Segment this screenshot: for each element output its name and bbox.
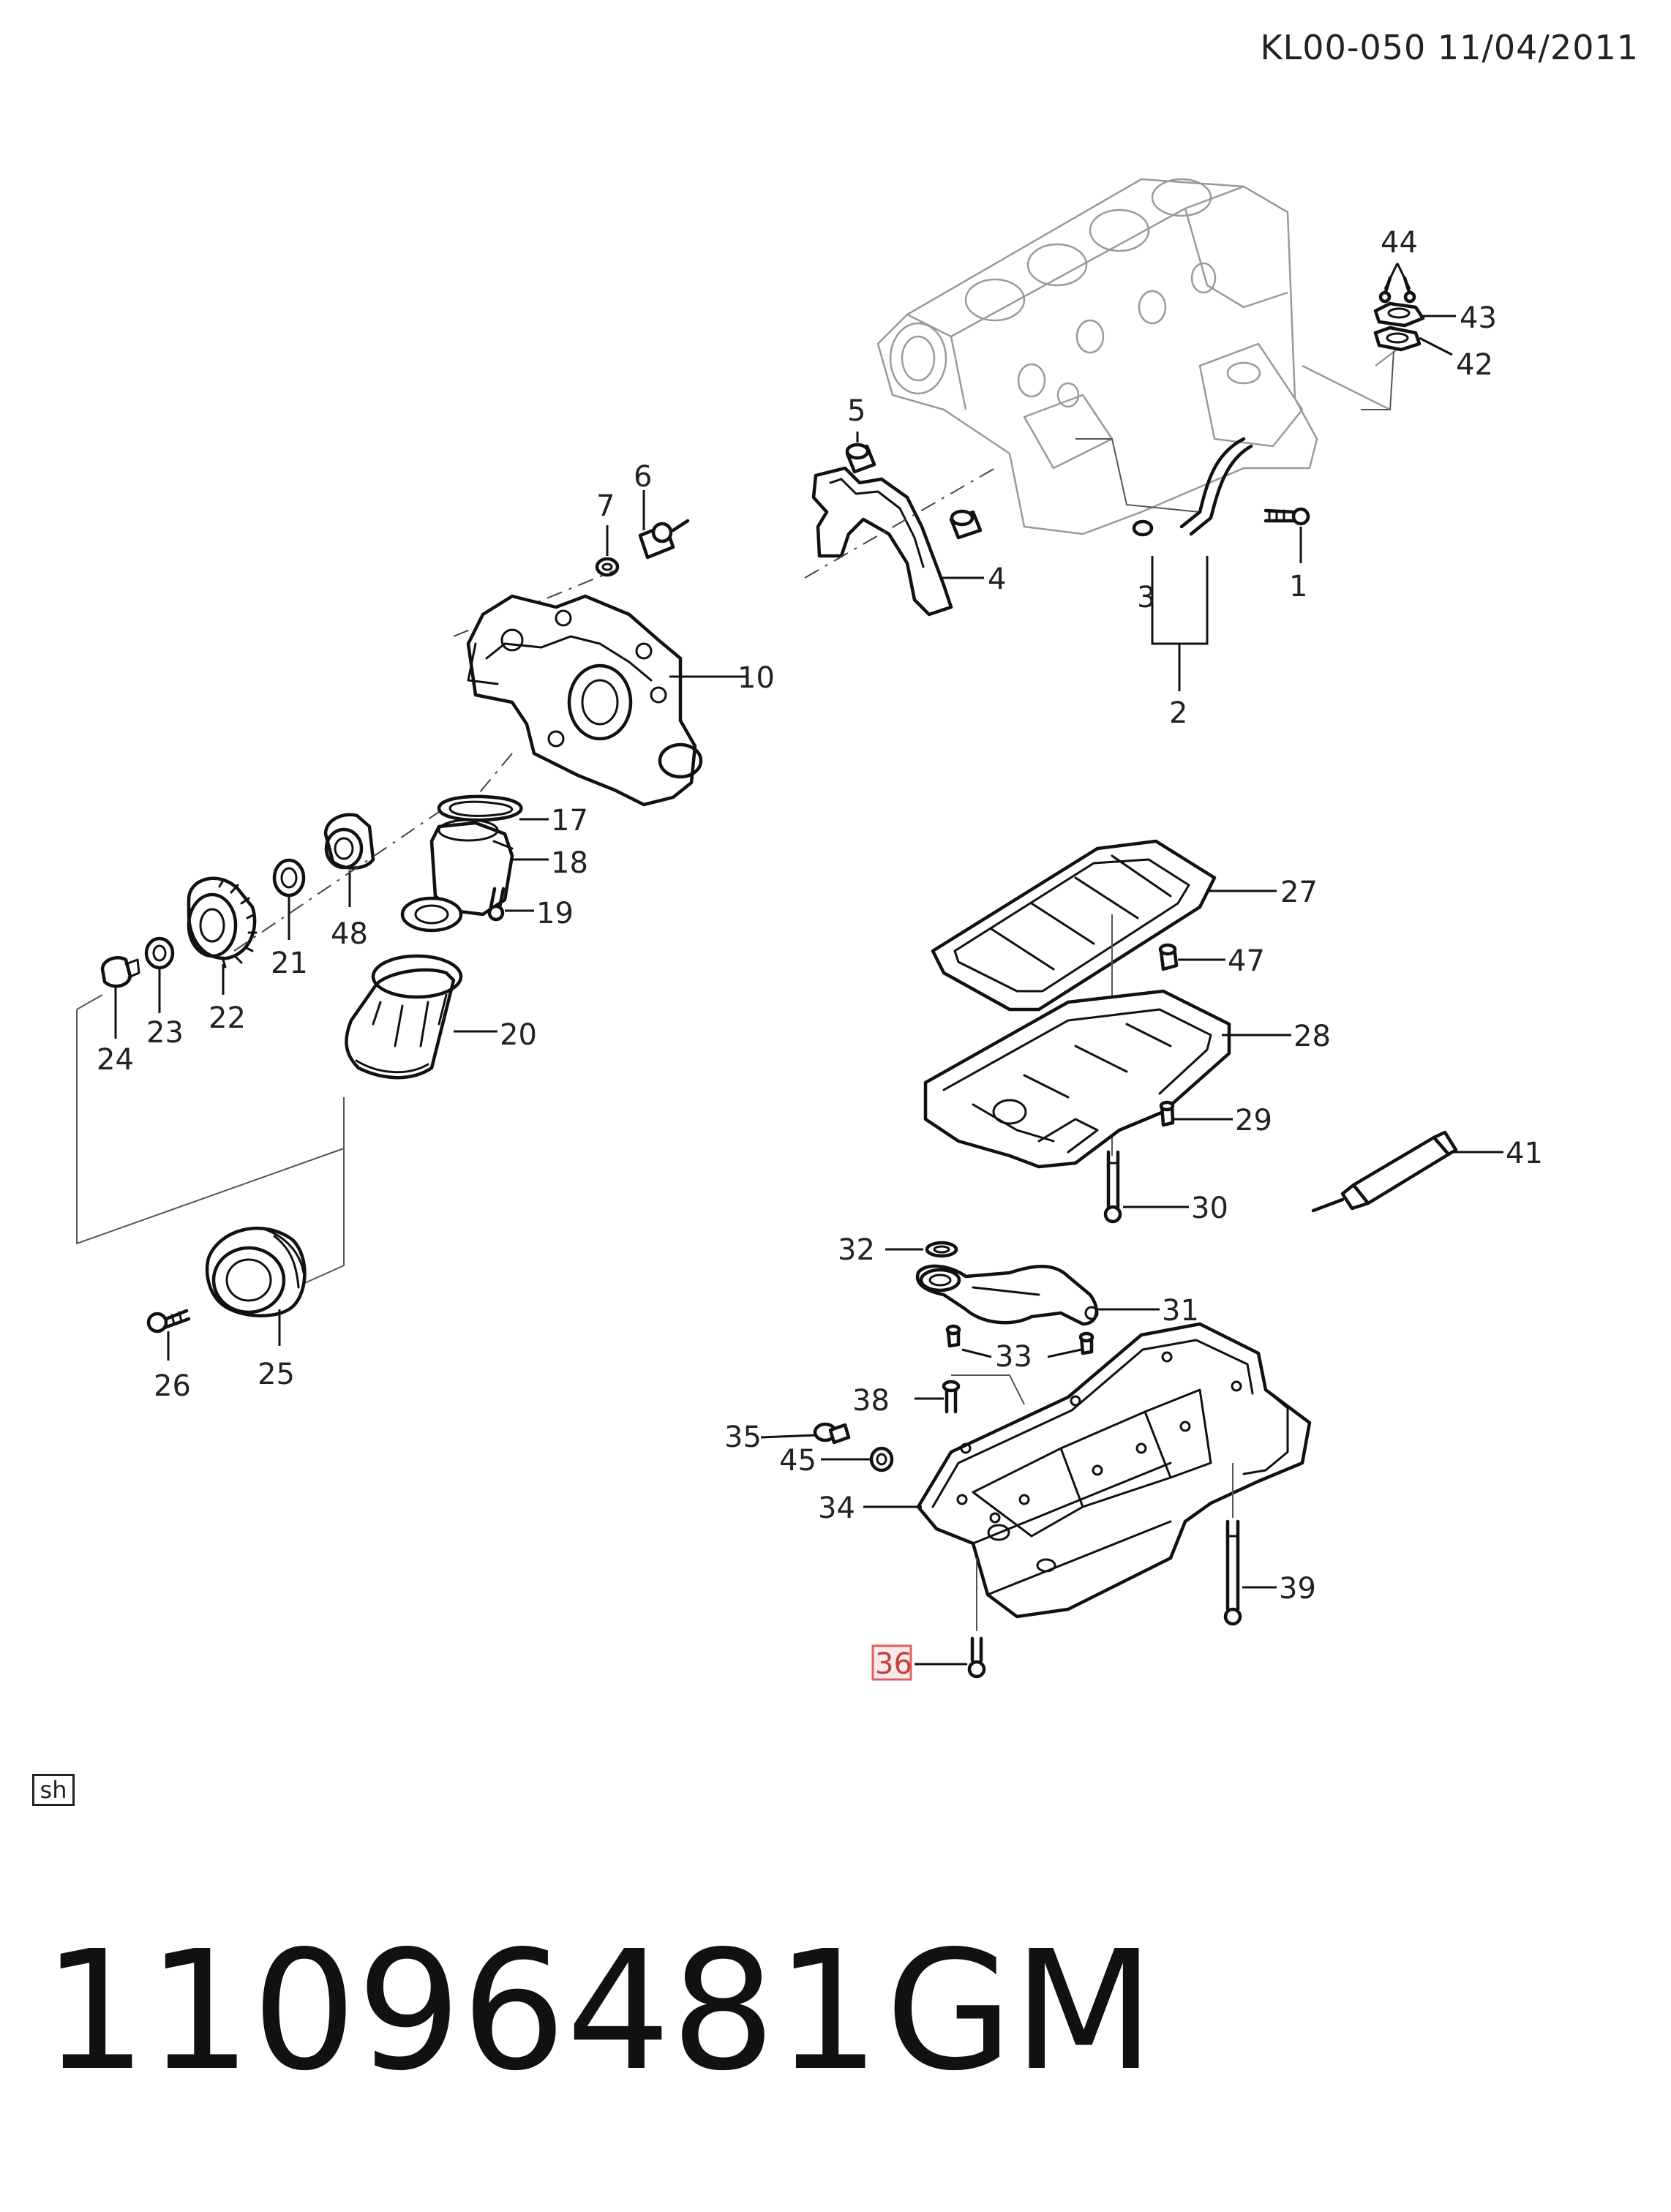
callout-label: 32 (838, 1233, 875, 1267)
engine-block-outline (876, 178, 1405, 535)
document-code: KL00-050 11/04/2011 (1260, 28, 1639, 67)
part-7-sealing-washer (453, 525, 620, 637)
callout-label: 45 (779, 1444, 816, 1478)
callout-label: 33 (995, 1340, 1032, 1374)
callout-label: 31 (1162, 1294, 1199, 1328)
callout-label: 26 (154, 1369, 191, 1403)
callout-labels: 1 2 3 4 5 6 7 10 17 18 19 20 21 22 23 24… (97, 226, 1543, 1681)
part-20-oil-filter (345, 896, 497, 1080)
callout-label: 34 (818, 1491, 855, 1525)
part-21-seal-ring (272, 858, 306, 940)
callout-label: 2 (1169, 696, 1187, 730)
callout-label: 41 (1506, 1137, 1543, 1170)
callout-label: 1 (1289, 570, 1307, 603)
part-30-long-bolt (1103, 1150, 1189, 1224)
part-45-drain-washer (821, 1446, 894, 1472)
part-25-crankshaft-pulley (205, 1226, 307, 1346)
part-24-crankshaft-bolt (100, 956, 140, 1039)
callout-label: 10 (737, 661, 775, 695)
callout-label: 4 (988, 563, 1006, 596)
part-32-pickup-o-ring (885, 1241, 958, 1258)
part-47-plug (1158, 943, 1225, 971)
part-22-crankshaft-sprocket (187, 876, 258, 995)
part-31-oil-pickup-tube (915, 1264, 1160, 1326)
callout-label: 48 (331, 917, 368, 951)
callout-label: 47 (1228, 944, 1265, 978)
callout-label: 20 (500, 1018, 537, 1052)
part-19-adapter-bolt (487, 887, 534, 922)
callout-label: 23 (146, 1016, 184, 1050)
callout-label: 22 (209, 1001, 246, 1035)
part-44-screws (1361, 263, 1416, 410)
part-29-bolt (1159, 1100, 1233, 1127)
callout-label: 43 (1460, 301, 1497, 335)
part-2-dipstick-tube (1132, 437, 1253, 691)
callout-label: 28 (1293, 1020, 1331, 1053)
part-34-oil-pan (863, 1322, 1312, 1619)
callout-label: 21 (271, 947, 308, 980)
callout-label: 25 (258, 1358, 295, 1391)
part-39-long-pan-bolt (1223, 1463, 1277, 1626)
part-42-gasket (1373, 326, 1453, 356)
part-26-pulley-bolt (146, 1309, 191, 1361)
brand-name: GM (885, 1916, 1155, 2107)
part-36-pan-bolt (915, 1558, 986, 1679)
part-43-cover (1373, 301, 1456, 328)
part-38-pan-bolt (915, 1380, 961, 1414)
callout-label: 38 (852, 1384, 890, 1418)
callout-36-highlight (871, 1644, 912, 1681)
part-1-bolt (1263, 507, 1310, 563)
callout-label: 29 (1235, 1104, 1272, 1137)
part-33-pickup-bolts (945, 1324, 1094, 1358)
part-5-dowel-pins (845, 432, 983, 540)
part-4-cover-gasket (804, 466, 996, 617)
callout-label: 3 (1137, 581, 1155, 614)
part-number: 11096481 (42, 1916, 881, 2107)
callout-label: 7 (596, 489, 615, 523)
part-17-adapter-gasket (437, 794, 549, 822)
part-48-spacer-bushing (323, 813, 375, 907)
callout-label: 6 (634, 460, 652, 494)
callout-label: 36 (875, 1647, 912, 1681)
callout-label: 44 (1381, 226, 1418, 260)
part-18-filter-adapter (429, 819, 549, 917)
sh-badge: sh (32, 1774, 75, 1806)
callout-label: 35 (724, 1421, 762, 1454)
callout-label: 5 (847, 394, 865, 428)
part-28-stiffener-frame (923, 989, 1291, 1169)
callout-label: 42 (1456, 348, 1493, 382)
part-23-washer (144, 936, 175, 1013)
part-41-sealant-tube (1311, 1130, 1503, 1213)
callout-label: 18 (551, 846, 588, 880)
part-10-oil-pump-housing (438, 594, 746, 842)
callout-label: 39 (1279, 1572, 1316, 1606)
callout-label: 17 (551, 804, 588, 838)
part-6-pressure-switch (638, 490, 690, 560)
callout-label: 24 (97, 1043, 134, 1077)
callout-label: 19 (536, 897, 574, 930)
part-35-drain-plug (760, 1422, 851, 1445)
callout-label: 30 (1191, 1192, 1228, 1225)
callout-label: 27 (1280, 876, 1318, 909)
